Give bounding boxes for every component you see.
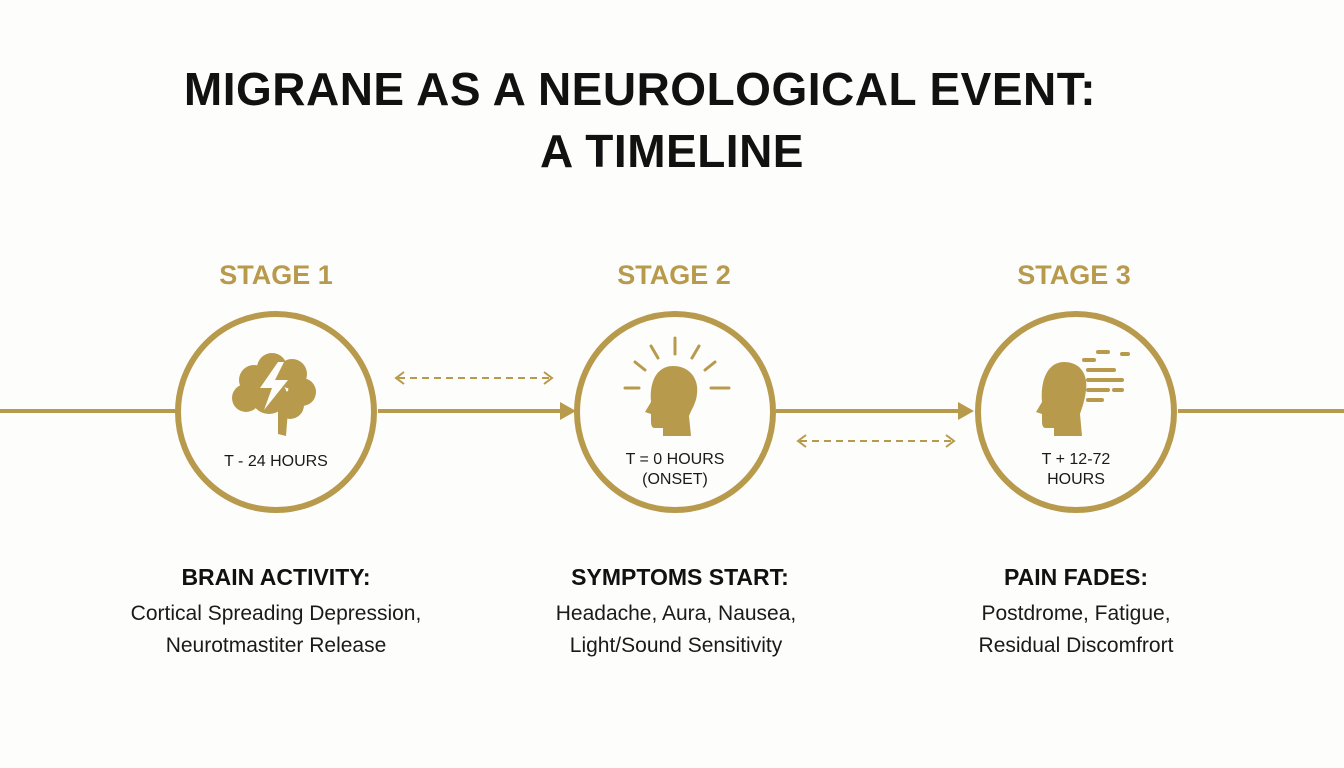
stage-description: Headache, Aura, Nausea, Light/Sound Sens…	[476, 598, 876, 662]
stage-circle: T = 0 HOURS (ONSET)	[573, 310, 777, 514]
stage-heading: PAIN FADES:	[1004, 564, 1148, 590]
title-line-1: MIGRANE AS A NEUROLOGICAL EVENT:	[183, 63, 1097, 115]
stage-label: STAGE 3	[1017, 260, 1131, 290]
description-line-1: Postdrome, Fatigue,	[981, 602, 1171, 625]
description-line-2: Light/Sound Sensitivity	[569, 634, 783, 657]
arrowhead-1-2	[560, 402, 576, 420]
stage-circle: T + 12-72 HOURS	[974, 310, 1178, 514]
description-line-2: Residual Discomfrort	[978, 634, 1174, 657]
time-label: T + 12-72	[1041, 451, 1111, 468]
description-line-2: Neurotmastiter Release	[165, 634, 387, 657]
stage-heading: BRAIN ACTIVITY:	[181, 564, 371, 590]
description-line-1: Headache, Aura, Nausea,	[555, 602, 797, 625]
stage-label: STAGE 2	[617, 260, 731, 290]
dashed-double-arrow-2-3	[796, 434, 956, 448]
brain-lightning-icon	[232, 353, 316, 436]
head-radiating-icon	[623, 336, 731, 436]
title-line-2: A TIMELINE	[540, 125, 804, 177]
stage-heading: SYMPTOMS START:	[571, 564, 789, 590]
stage-label: STAGE 1	[219, 260, 333, 290]
stage-description: Cortical Spreading Depression, Neurotmas…	[76, 598, 476, 662]
head-fading-icon	[1036, 350, 1130, 436]
dashed-double-arrow-1-2	[394, 371, 554, 385]
time-label: T = 0 HOURS	[625, 451, 725, 468]
time-label-line-2: HOURS	[1047, 471, 1105, 488]
stage-description: Postdrome, Fatigue, Residual Discomfrort	[876, 598, 1276, 662]
description-line-1: Cortical Spreading Depression,	[130, 602, 422, 625]
time-label-line-2: (ONSET)	[642, 471, 708, 488]
arrowhead-2-3	[958, 402, 974, 420]
time-label: T - 24 HOURS	[224, 453, 328, 470]
stage-circle: T - 24 HOURS	[174, 310, 378, 514]
